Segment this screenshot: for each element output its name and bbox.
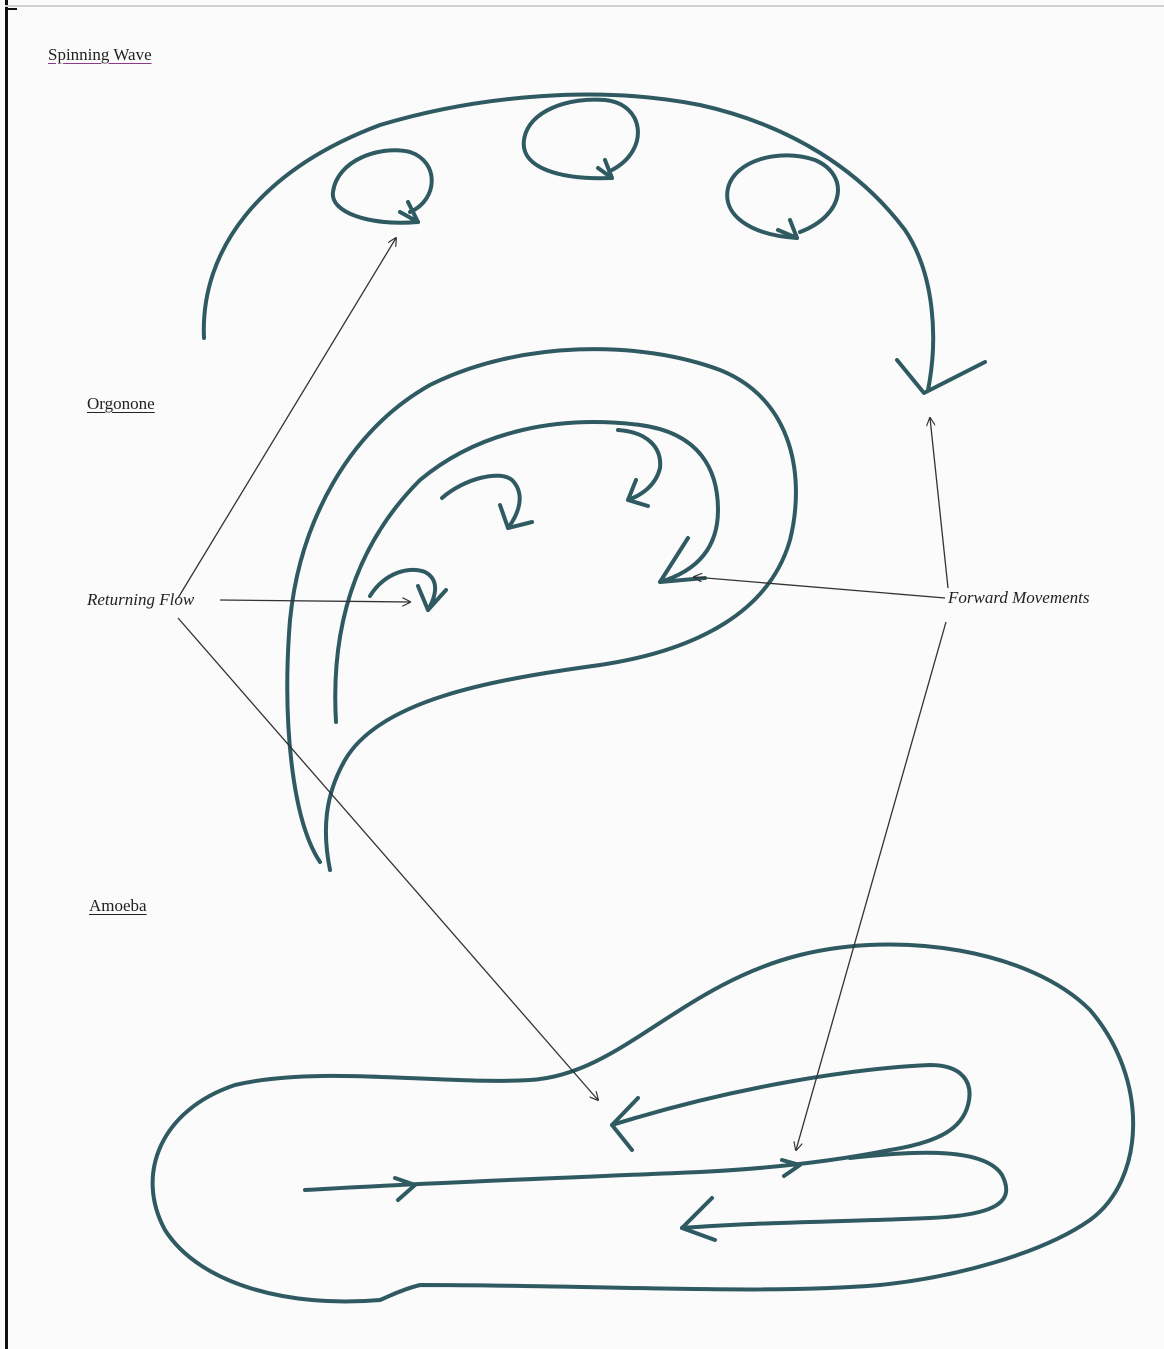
spinning-wave-arc <box>204 95 933 390</box>
amoeba-body-outline <box>153 944 1134 1301</box>
returning-flow-label: Returning Flow <box>87 591 194 608</box>
spin-loop-middle <box>524 100 638 179</box>
spin-loop-right <box>727 155 838 238</box>
spin-loop-middle-head <box>598 160 612 178</box>
wave-arrowhead <box>897 360 985 393</box>
amoeba-forward-stream <box>305 1065 969 1190</box>
callout-lines <box>178 238 948 1150</box>
return-loop-arrowhead <box>682 1198 715 1240</box>
spin-loop-left <box>333 150 432 222</box>
orgonone-figure <box>287 349 796 870</box>
returning-flow-line-to-amoeba <box>178 618 598 1100</box>
amoeba-figure <box>153 944 1134 1301</box>
spinning-wave-heading: Spinning Wave <box>48 46 152 63</box>
amoeba-return-loop <box>682 1153 1006 1228</box>
forward-movements-label: Forward Movements <box>948 589 1090 606</box>
forward-movements-line-to-orgonone <box>694 577 945 598</box>
stream-arrowhead-left <box>395 1178 415 1200</box>
returning-hook-2 <box>618 430 660 500</box>
forward-movements-line-to-wave <box>930 418 948 588</box>
returning-flow-line-to-spin <box>178 238 396 598</box>
returning-hook-1 <box>442 476 520 528</box>
returning-flow-line-to-orgonone <box>220 600 410 602</box>
amoeba-heading: Amoeba <box>89 897 147 914</box>
stream-arrowhead-mid <box>782 1160 800 1176</box>
orgonone-heading: Orgonone <box>87 395 155 412</box>
